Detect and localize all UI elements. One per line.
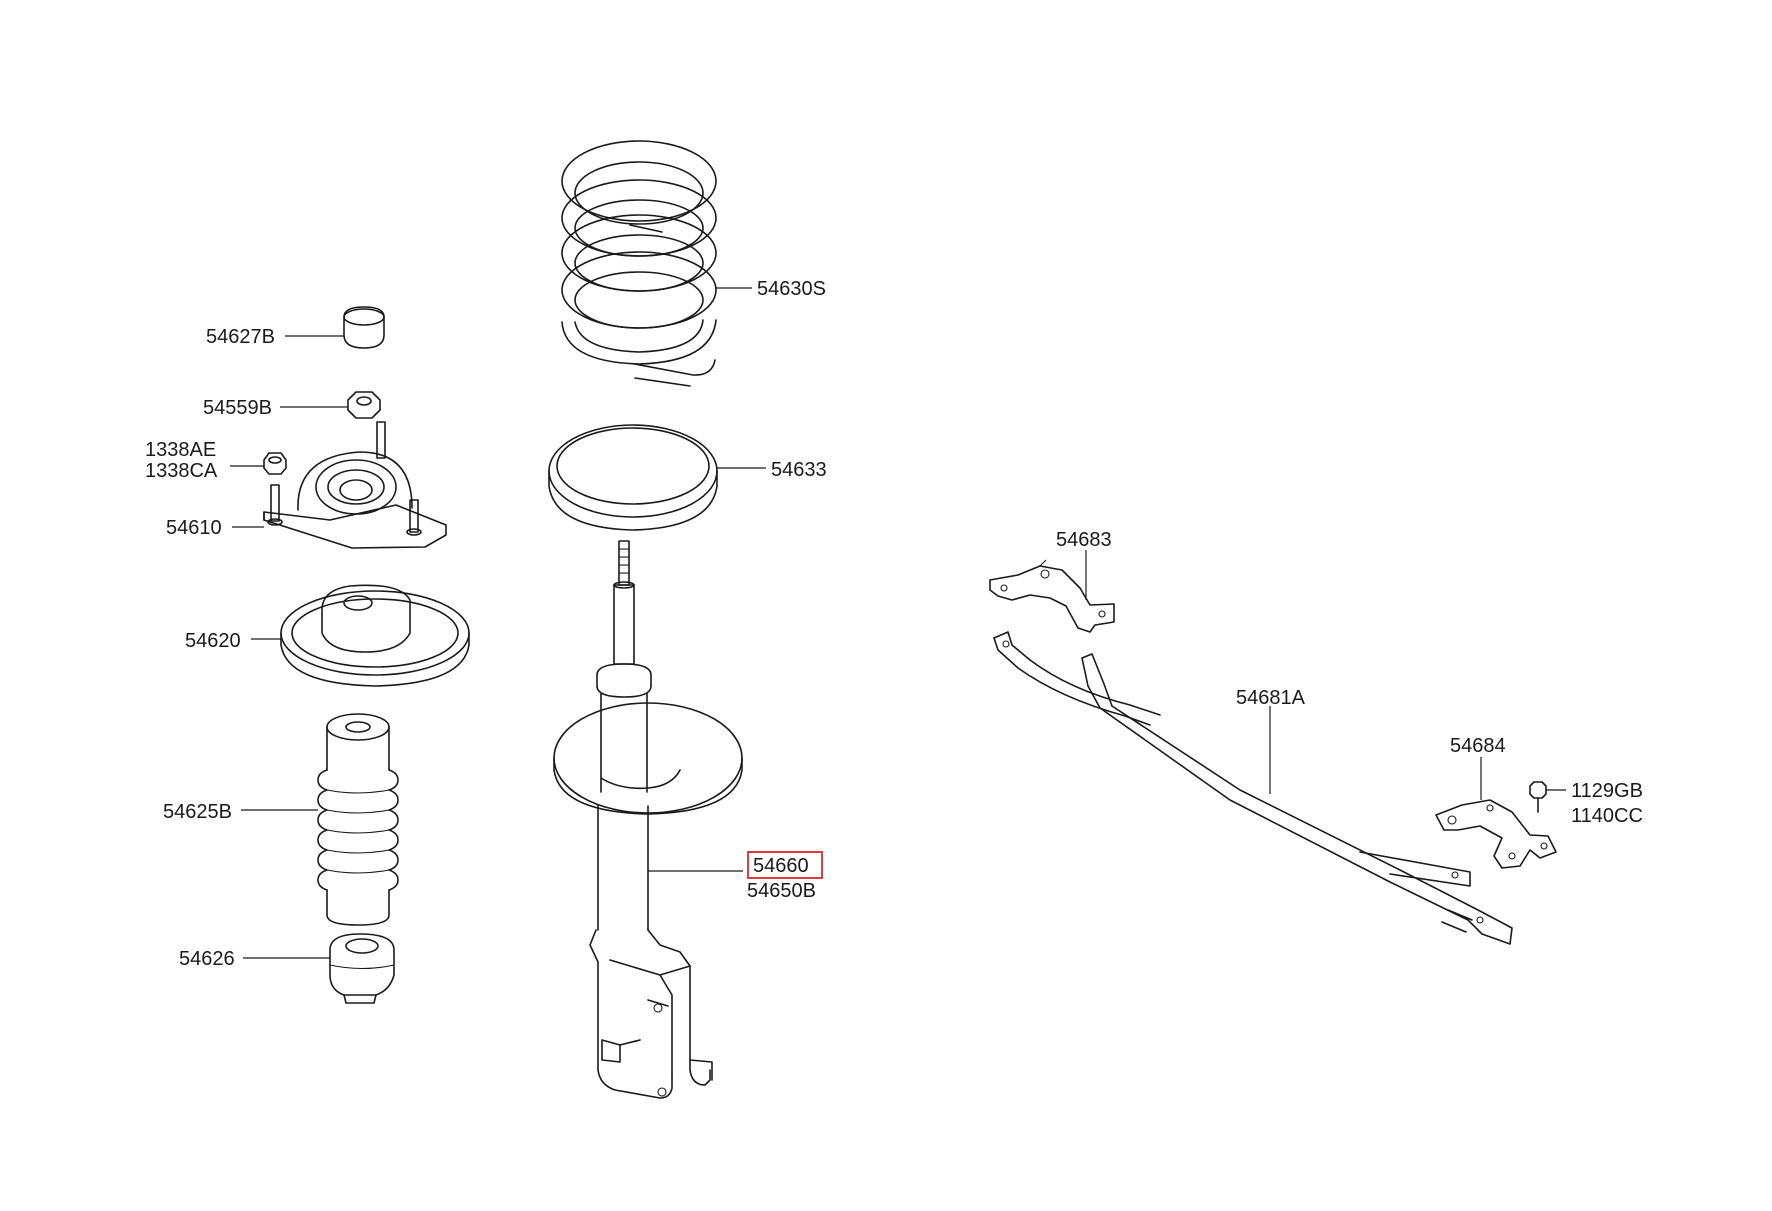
label-54630S[interactable]: 54630S [757,278,826,300]
label-54660[interactable]: 54660 [753,855,809,877]
part-labels: 54627B 54559B 1338AE 1338CA 54610 54620 … [145,278,1643,970]
label-54633[interactable]: 54633 [771,459,827,481]
label-54683[interactable]: 54683 [1056,529,1112,551]
label-1140CC[interactable]: 1140CC [1571,805,1643,827]
label-54626[interactable]: 54626 [179,948,235,970]
bump-stop-seat[interactable] [280,584,470,687]
leader-lines [230,287,1566,959]
strut-brace-bar[interactable] [993,631,1513,945]
small-nut[interactable] [263,452,287,475]
dust-boot[interactable] [317,713,399,926]
coil-spring[interactable] [561,140,717,387]
highlight-box [747,851,823,879]
label-54625B[interactable]: 54625B [163,801,232,823]
dust-cap[interactable] [343,306,385,349]
label-54620[interactable]: 54620 [185,630,241,652]
flange-nut[interactable] [347,391,381,419]
brace-bracket-lower[interactable] [1435,799,1557,869]
strut-mount[interactable] [263,421,447,549]
label-54627B[interactable]: 54627B [206,326,275,348]
bolt[interactable] [1529,781,1547,813]
label-1338AE[interactable]: 1338AE [145,439,216,461]
spring-pad[interactable] [548,424,718,531]
label-54681A[interactable]: 54681A [1236,687,1306,709]
label-54610[interactable]: 54610 [166,517,222,539]
label-1338CA[interactable]: 1338CA [145,460,218,482]
brace-bracket-upper[interactable] [989,559,1115,633]
label-54559B[interactable]: 54559B [203,397,272,419]
label-1129GB[interactable]: 1129GB [1571,780,1643,802]
strut-assembly[interactable] [553,540,743,1099]
label-54650B[interactable]: 54650B [747,880,816,902]
label-54684[interactable]: 54684 [1450,735,1506,757]
bump-stopper[interactable] [329,933,395,1004]
